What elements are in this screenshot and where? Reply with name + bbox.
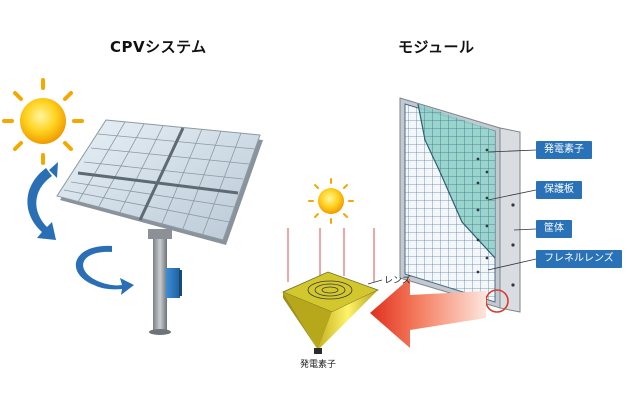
label-fresnel-lens: フレネルレンズ [536, 250, 622, 268]
lens-cone-icon [281, 228, 383, 354]
module-icon [399, 97, 537, 313]
sun-icon [2, 78, 84, 165]
label-housing: 筐体 [536, 220, 572, 238]
module-title: モジュール [398, 38, 475, 56]
label-lens: レンズ [384, 276, 411, 286]
solar-tracker-icon [56, 119, 263, 335]
label-power-element: 発電素子 [536, 141, 592, 159]
focus-arrow-icon [370, 278, 486, 348]
cpv-system-title: CPVシステム [110, 38, 207, 56]
rotation-arrow-icon [27, 162, 134, 295]
small-sun-icon [308, 178, 354, 224]
label-cell: 発電素子 [300, 360, 337, 370]
label-protective-plate: 保護板 [536, 181, 582, 199]
